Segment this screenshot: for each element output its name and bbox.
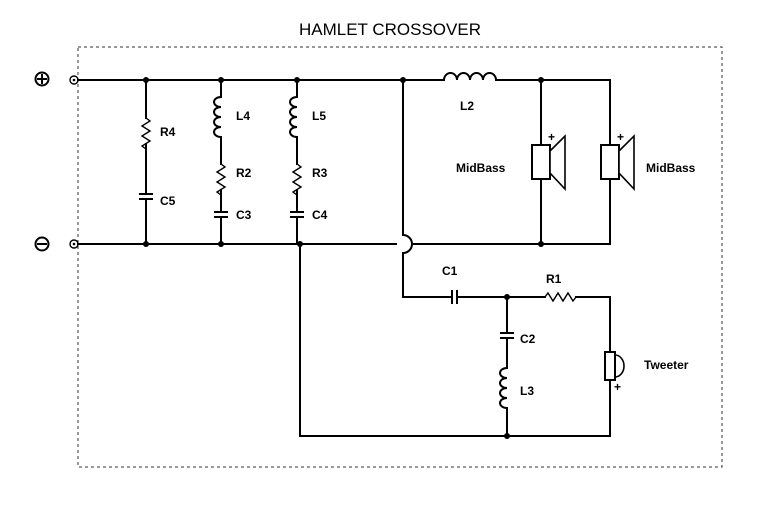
branch-l4-r2-c3 bbox=[213, 79, 228, 245]
tweeter-feed-wire bbox=[402, 79, 453, 298]
label-r3: R3 bbox=[312, 166, 328, 180]
positive-rail bbox=[77, 79, 611, 113]
negative-rail bbox=[77, 177, 611, 245]
crossover-enclosure bbox=[77, 46, 723, 468]
label-c2: C2 bbox=[520, 332, 536, 346]
label-r4: R4 bbox=[160, 125, 176, 139]
branch-r4-c5 bbox=[139, 79, 153, 245]
label-c3: C3 bbox=[236, 208, 252, 222]
input-terminal-positive bbox=[69, 75, 79, 85]
midbass-driver-1-icon bbox=[531, 111, 566, 245]
resistor-r1 bbox=[544, 291, 611, 353]
label-r1: R1 bbox=[546, 272, 562, 286]
label-midbass-2: MidBass bbox=[646, 161, 696, 175]
label-l4: L4 bbox=[236, 109, 250, 123]
tweeter-icon bbox=[604, 351, 625, 381]
midbass-2-polarity: + bbox=[617, 130, 624, 144]
label-r2: R2 bbox=[236, 166, 252, 180]
branch-l5-r3-c4 bbox=[289, 79, 611, 437]
label-c4: C4 bbox=[312, 208, 328, 222]
label-l2: L2 bbox=[460, 99, 474, 113]
junction-dot bbox=[400, 77, 406, 83]
label-c1: C1 bbox=[442, 264, 458, 278]
label-tweeter: Tweeter bbox=[644, 358, 689, 372]
inductor-l2 bbox=[442, 72, 498, 82]
negative-terminal-symbol bbox=[34, 236, 50, 252]
junction-dot bbox=[538, 77, 544, 83]
junction-dot bbox=[504, 433, 510, 439]
capacitor-c1 bbox=[451, 290, 546, 304]
midbass-driver-2-icon bbox=[600, 111, 635, 245]
label-c5: C5 bbox=[160, 194, 176, 208]
label-l5: L5 bbox=[312, 109, 326, 123]
diagram-title: HAMLET CROSSOVER bbox=[299, 20, 481, 39]
positive-terminal-symbol bbox=[34, 71, 50, 87]
label-l3: L3 bbox=[520, 384, 534, 398]
label-midbass-1: MidBass bbox=[456, 161, 506, 175]
midbass-1-polarity: + bbox=[548, 130, 555, 144]
shunt-c2-l3 bbox=[499, 296, 514, 437]
input-terminal-negative bbox=[69, 239, 79, 249]
tweeter-polarity: + bbox=[614, 380, 621, 394]
